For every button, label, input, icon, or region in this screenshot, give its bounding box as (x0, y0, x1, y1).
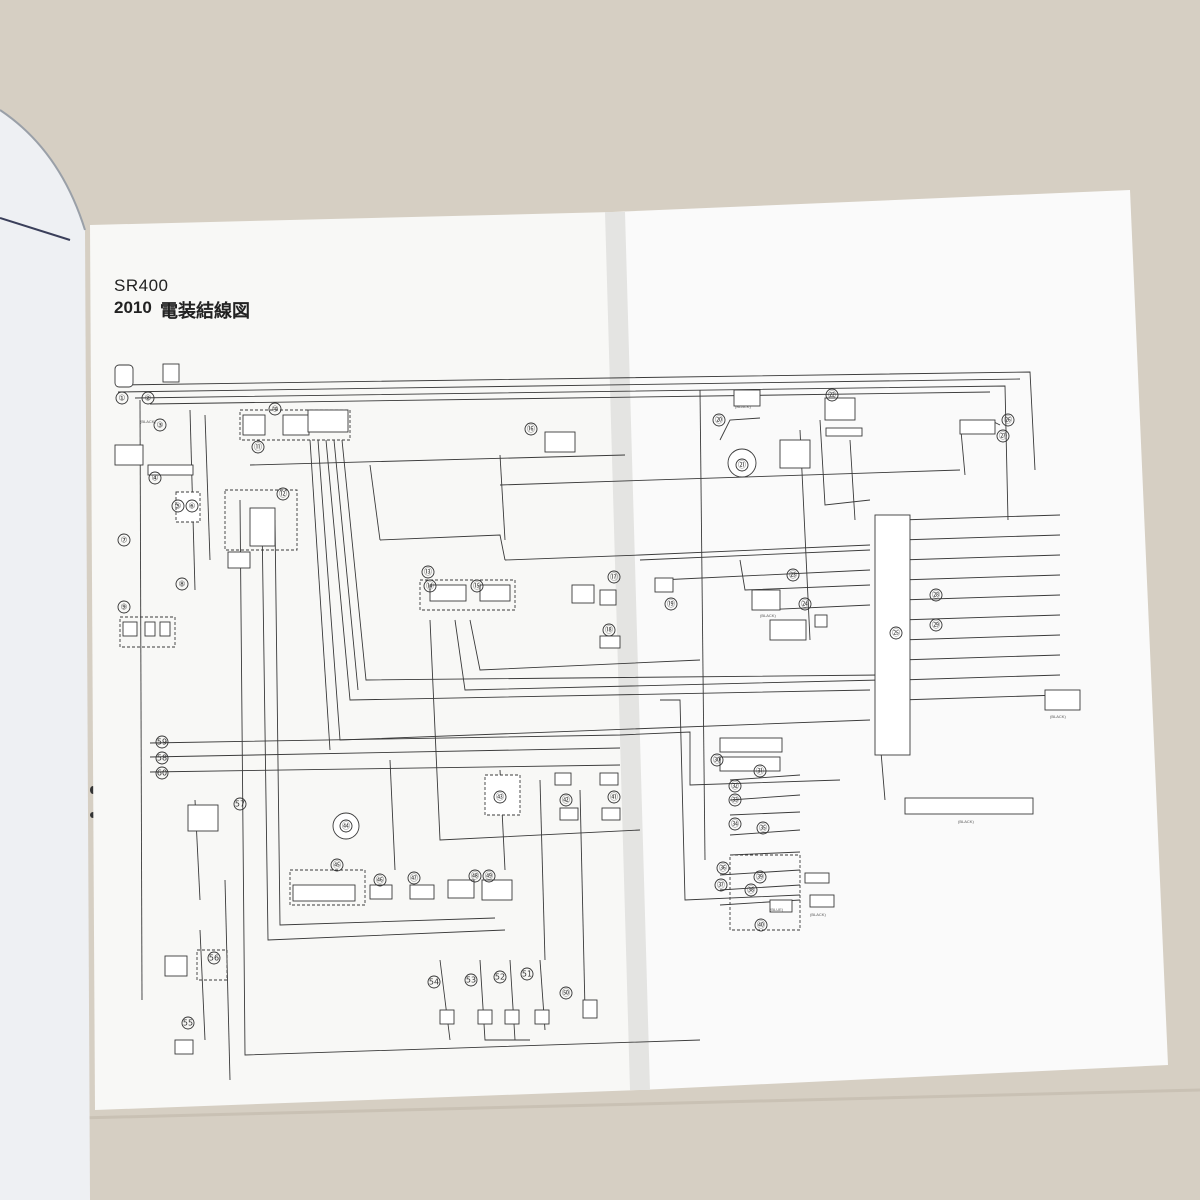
connector-label: (BLACK) (140, 419, 156, 424)
callout-number: 55 (183, 1019, 193, 1028)
callout-number: ⑱ (605, 626, 613, 635)
component-boxes (114, 363, 1081, 1055)
callout-number: ⑩ (271, 405, 278, 414)
callout-number: ㉖ (1004, 416, 1012, 425)
callout-number: 53 (466, 976, 476, 985)
callout-number: ㊹ (342, 822, 350, 831)
callout-number: ⑤ (174, 502, 181, 511)
callout-number: ⑧ (178, 580, 185, 589)
callout-number: ⑯ (527, 425, 535, 434)
diagram-japanese-title: 電装結線図 (160, 301, 250, 322)
callout-number: ② (144, 394, 151, 403)
connector-label: (BLACK) (760, 613, 776, 618)
connector-label: (BLUE) (770, 907, 784, 912)
callout-number: 58 (157, 754, 167, 763)
callout-number: 59 (157, 738, 167, 747)
callout-number: ⑨ (120, 603, 127, 612)
callout-number: ㉗ (999, 432, 1007, 441)
callout-number: 51 (522, 970, 532, 979)
callout-number: 52 (495, 973, 505, 982)
callout-number: ㊳ (747, 886, 755, 895)
callout-number: ⑰ (610, 573, 618, 582)
callout-number: ㉘ (932, 591, 940, 600)
callout-number: ⑫ (279, 490, 287, 499)
callout-number: ㉒ (828, 391, 836, 400)
callout-number: ㉞ (731, 820, 739, 829)
callout-number: ㊻ (376, 876, 384, 885)
callout-number: ⑪ (254, 443, 262, 452)
callout-number: ㊾ (485, 872, 493, 881)
callout-number: ㊸ (496, 793, 504, 802)
callout-number: ④ (151, 474, 158, 483)
callout-number: ⑲ (667, 600, 675, 609)
diagram-year: 2010 (114, 298, 152, 317)
callout-number: ㊲ (717, 881, 725, 890)
callout-number: ㊷ (562, 796, 570, 805)
callout-number: ㉕ (892, 629, 900, 638)
callout-number: ⑳ (715, 416, 723, 425)
callout-number: ⑮ (473, 582, 481, 591)
ecu-box (874, 514, 911, 756)
callout-number: ㊱ (719, 864, 727, 873)
callout-number: ㉝ (731, 796, 739, 805)
callout-number: ⑥ (188, 502, 195, 511)
connector-label: (BLACK) (810, 912, 826, 917)
callout-number: ㊽ (471, 872, 479, 881)
connector-labels: (BLACK) (BLUE) (BLACK) (BLACK) (BLACK) (… (140, 404, 1066, 917)
callout-number: ㉛ (756, 767, 764, 776)
callout-number: ① (118, 394, 125, 403)
callout-number: ㉙ (932, 621, 940, 630)
diagram-model-title: SR400 (114, 276, 169, 295)
callout-number: ㉚ (713, 756, 721, 765)
callout-number: ㉜ (731, 782, 739, 791)
connector-label: (BLACK) (1050, 714, 1066, 719)
callout-number: ㉟ (759, 824, 767, 833)
connector-label: (BLACK) (958, 819, 974, 824)
callout-number: ③ (156, 421, 163, 430)
callout-number: ㊺ (333, 861, 341, 870)
callout-number: ⑦ (120, 536, 127, 545)
callout-number: ㊼ (410, 874, 418, 883)
callout-number: 60 (157, 769, 167, 778)
callout-number: ㉓ (789, 571, 797, 580)
connector-label: (BLACK) (735, 404, 751, 409)
callout-number: ㉑ (738, 461, 746, 470)
callout-number: ⑬ (424, 568, 432, 577)
callout-number: ㉔ (801, 600, 809, 609)
callout-number: ㊴ (756, 873, 764, 882)
callout-number: 57 (235, 800, 245, 809)
callout-number: ㊿ (562, 989, 570, 998)
callout-number: ㊵ (757, 921, 765, 930)
callout-number: 56 (209, 954, 219, 963)
callout-number: ⑭ (426, 582, 434, 591)
callout-number: 54 (429, 978, 439, 987)
page-curl (0, 110, 90, 1200)
callout-number: ㊶ (610, 793, 618, 802)
